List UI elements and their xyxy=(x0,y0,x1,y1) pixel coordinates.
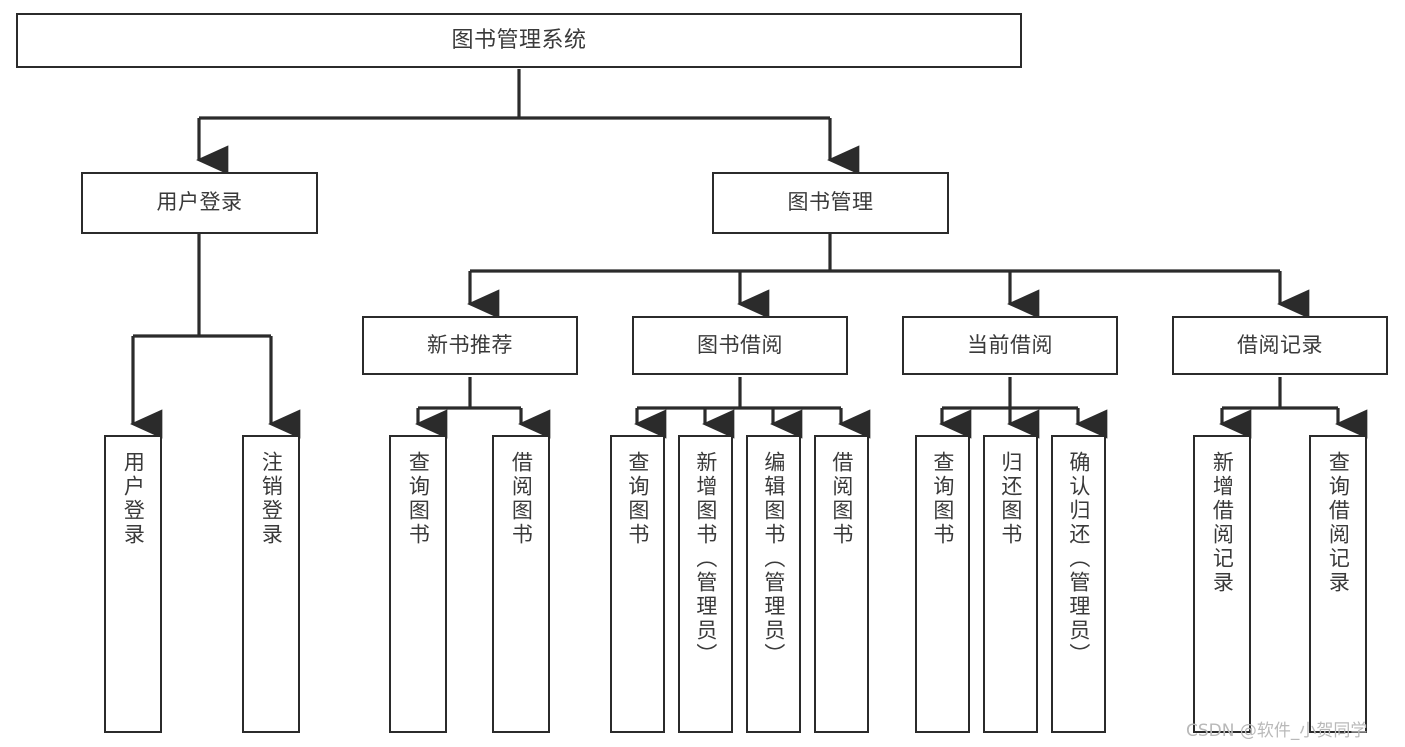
node-current-borrow-label: 当前借阅 xyxy=(967,332,1053,357)
leaf-query-book-borrow[interactable]: 查询图书 xyxy=(610,435,665,733)
leaf-query-book-current-label: 查询图书 xyxy=(930,451,955,547)
leaf-user-login-label: 用户登录 xyxy=(121,451,146,547)
node-book-management[interactable]: 图书管理 xyxy=(712,172,949,234)
leaf-user-login[interactable]: 用户登录 xyxy=(104,435,162,733)
leaf-add-book-admin[interactable]: 新增图书（管理员） xyxy=(678,435,733,733)
leaf-edit-book-admin-label: 编辑图书（管理员） xyxy=(761,451,786,667)
node-user-login-label: 用户登录 xyxy=(156,190,243,215)
leaf-borrow-book-recommend-label: 借阅图书 xyxy=(509,451,534,547)
node-root[interactable]: 图书管理系统 xyxy=(16,13,1022,68)
leaf-borrow-book[interactable]: 借阅图书 xyxy=(814,435,869,733)
leaf-add-book-admin-label: 新增图书（管理员） xyxy=(693,451,718,667)
leaf-query-book-borrow-label: 查询图书 xyxy=(625,451,650,547)
leaf-edit-book-admin[interactable]: 编辑图书（管理员） xyxy=(746,435,801,733)
leaf-borrow-book-recommend[interactable]: 借阅图书 xyxy=(492,435,550,733)
leaf-return-book[interactable]: 归还图书 xyxy=(983,435,1038,733)
leaf-logout[interactable]: 注销登录 xyxy=(242,435,300,733)
leaf-confirm-return-admin-label: 确认归还（管理员） xyxy=(1066,451,1091,667)
node-borrow-records-label: 借阅记录 xyxy=(1237,332,1323,357)
leaf-add-borrow-record-label: 新增借阅记录 xyxy=(1210,451,1235,595)
leaf-add-borrow-record[interactable]: 新增借阅记录 xyxy=(1193,435,1251,733)
node-new-book-recommend-label: 新书推荐 xyxy=(427,332,513,357)
node-borrow-records[interactable]: 借阅记录 xyxy=(1172,316,1388,375)
leaf-query-borrow-record-label: 查询借阅记录 xyxy=(1326,451,1351,595)
leaf-borrow-book-label: 借阅图书 xyxy=(829,451,854,547)
leaf-query-book-current[interactable]: 查询图书 xyxy=(915,435,970,733)
node-root-label: 图书管理系统 xyxy=(451,27,587,53)
node-new-book-recommend[interactable]: 新书推荐 xyxy=(362,316,578,375)
leaf-query-borrow-record[interactable]: 查询借阅记录 xyxy=(1309,435,1367,733)
node-user-login[interactable]: 用户登录 xyxy=(81,172,318,234)
node-book-management-label: 图书管理 xyxy=(787,190,874,215)
node-book-borrow[interactable]: 图书借阅 xyxy=(632,316,848,375)
leaf-return-book-label: 归还图书 xyxy=(998,451,1023,547)
watermark: CSDN @软件_小贺同学 xyxy=(1186,721,1368,741)
leaf-query-book-recommend[interactable]: 查询图书 xyxy=(389,435,447,733)
node-book-borrow-label: 图书借阅 xyxy=(697,332,783,357)
leaf-logout-label: 注销登录 xyxy=(259,451,284,547)
node-current-borrow[interactable]: 当前借阅 xyxy=(902,316,1118,375)
leaf-query-book-recommend-label: 查询图书 xyxy=(406,451,431,547)
leaf-confirm-return-admin[interactable]: 确认归还（管理员） xyxy=(1051,435,1106,733)
